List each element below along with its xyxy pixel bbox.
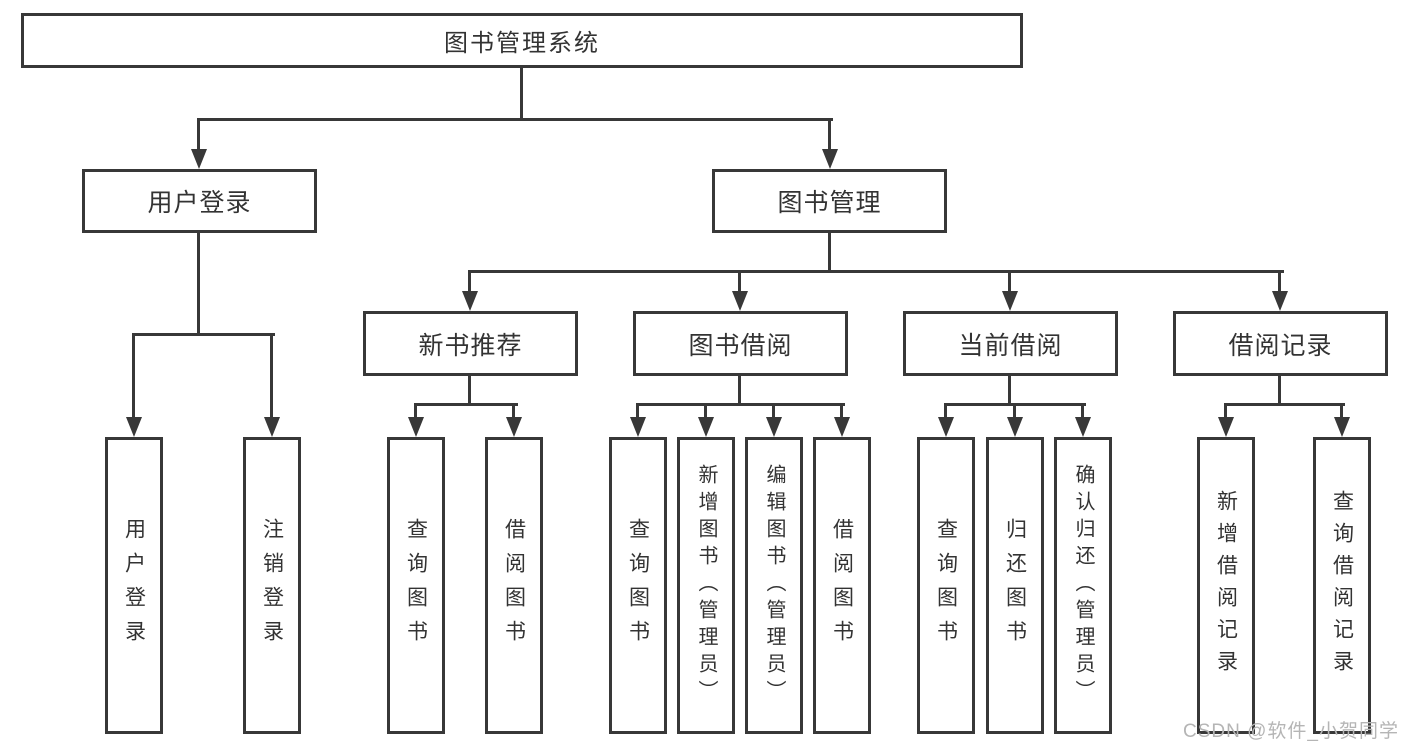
arrow-down-icon [1334,417,1350,437]
node-label: 图书管理 [777,189,882,217]
leaf-label: 借阅图书 [830,517,854,654]
connector-line [414,403,417,419]
watermark: CSDN @软件_小贺同学 [1183,721,1399,742]
leaf-label: 确认归还（管理员） [1072,464,1094,707]
node-borrow-records: 借阅记录 [1173,311,1388,376]
leaf-confirm-return-admin: 确认归还（管理员） [1054,437,1112,734]
leaf-label: 查询图书 [404,517,428,654]
leaf-borrow-books-recommend: 借阅图书 [485,437,543,734]
connector-line [1013,403,1016,419]
arrow-down-icon [126,417,142,437]
leaf-label: 注销登录 [260,517,284,654]
node-book-management: 图书管理 [712,169,947,233]
arrow-down-icon [822,149,838,169]
connector-line [1008,374,1011,406]
arrow-down-icon [834,417,850,437]
arrow-down-icon [732,291,748,311]
connector-line [1081,403,1084,419]
connector-line [1278,374,1281,406]
leaf-label: 新增借阅记录 [1214,489,1238,682]
leaf-edit-books-admin: 编辑图书（管理员） [745,437,803,734]
connector-line [270,333,273,419]
connector-line [840,403,843,419]
connector-line [132,333,135,419]
connector-line [414,403,518,406]
connector-line [1008,270,1011,293]
leaf-add-borrow-record: 新增借阅记录 [1197,437,1255,734]
arrow-down-icon [630,417,646,437]
arrow-down-icon [408,417,424,437]
node-label: 图书借阅 [688,331,793,360]
leaf-label: 借阅图书 [502,517,526,654]
arrow-down-icon [1272,291,1288,311]
node-root: 图书管理系统 [21,13,1023,68]
connector-line [468,270,1284,273]
node-root-label: 图书管理系统 [444,30,600,57]
leaf-logout: 注销登录 [243,437,301,734]
node-book-borrow: 图书借阅 [633,311,848,376]
node-label: 新书推荐 [418,331,523,360]
leaf-label: 归还图书 [1003,517,1027,654]
connector-line [636,403,845,406]
arrow-down-icon [766,417,782,437]
connector-line [772,403,775,419]
connector-line [738,374,741,406]
leaf-label: 查询借阅记录 [1330,489,1354,682]
connector-line [704,403,707,419]
leaf-add-books-admin: 新增图书（管理员） [677,437,735,734]
node-label: 当前借阅 [958,331,1063,360]
connector-line [197,231,200,336]
leaf-label: 新增图书（管理员） [695,464,717,707]
leaf-query-books-current: 查询图书 [917,437,975,734]
connector-line [197,118,833,121]
connector-line [468,270,471,293]
arrow-down-icon [264,417,280,437]
arrow-down-icon [1002,291,1018,311]
node-label: 借阅记录 [1228,331,1333,360]
connector-line [468,374,471,406]
leaf-return-books: 归还图书 [986,437,1044,734]
leaf-label: 编辑图书（管理员） [763,464,785,707]
arrow-down-icon [191,149,207,169]
node-new-book-recommend: 新书推荐 [363,311,578,376]
connector-line [1278,270,1281,293]
arrow-down-icon [1075,417,1091,437]
leaf-label: 用户登录 [122,517,146,654]
arrow-down-icon [698,417,714,437]
arrow-down-icon [1218,417,1234,437]
arrow-down-icon [462,291,478,311]
leaf-label: 查询图书 [934,517,958,654]
connector-line [197,118,200,151]
connector-line [828,231,831,273]
connector-line [1224,403,1227,419]
connector-line [1224,403,1345,406]
node-current-borrow: 当前借阅 [903,311,1118,376]
leaf-query-books-recommend: 查询图书 [387,437,445,734]
connector-line [132,333,275,336]
connector-line [520,66,523,120]
connector-line [828,118,831,151]
node-label: 用户登录 [147,189,252,217]
connector-line [944,403,947,419]
connector-line [1340,403,1343,419]
leaf-borrow-books: 借阅图书 [813,437,871,734]
connector-line [512,403,515,419]
arrow-down-icon [938,417,954,437]
connector-line [738,270,741,293]
arrow-down-icon [506,417,522,437]
leaf-label: 查询图书 [626,517,650,654]
leaf-query-borrow-record: 查询借阅记录 [1313,437,1371,734]
leaf-user-login: 用户登录 [105,437,163,734]
arrow-down-icon [1007,417,1023,437]
node-user-login: 用户登录 [82,169,317,233]
connector-line [636,403,639,419]
leaf-query-books: 查询图书 [609,437,667,734]
